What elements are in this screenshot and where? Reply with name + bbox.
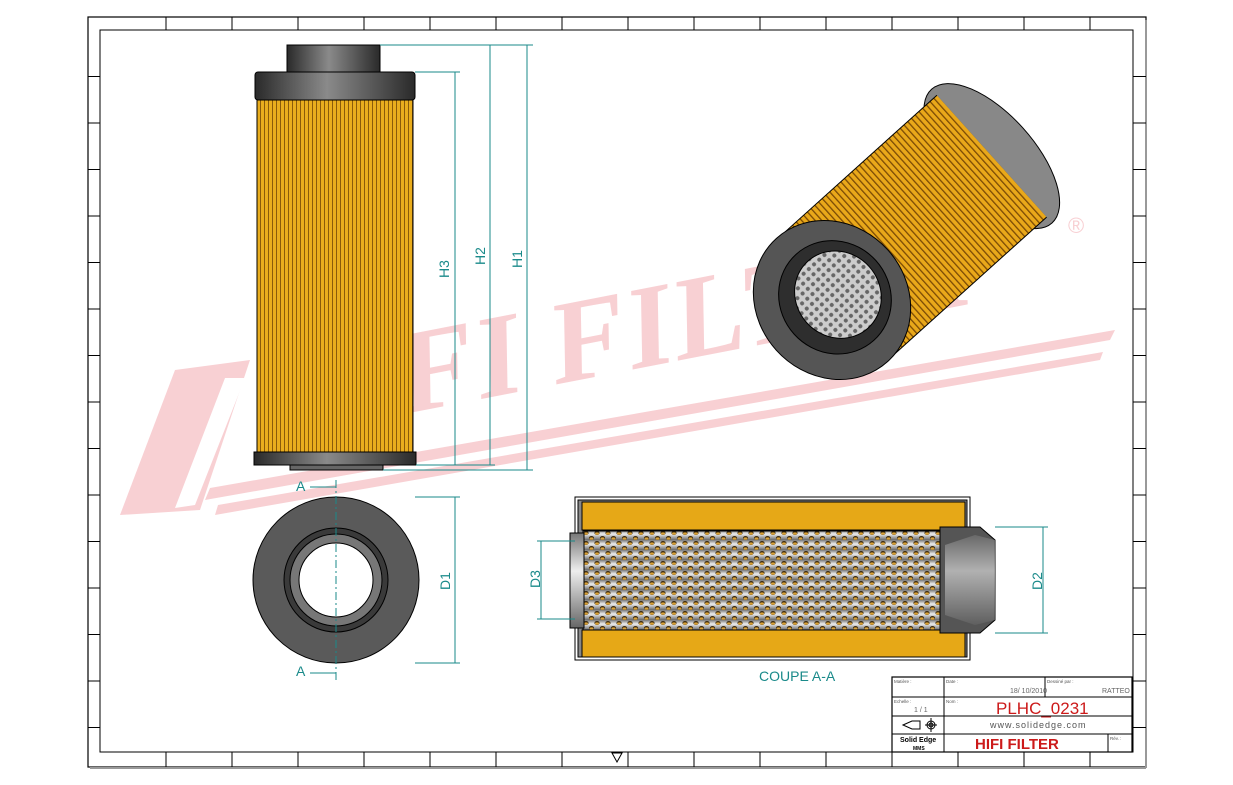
label-date: Date : (946, 679, 958, 684)
section-marker-bottom: A (296, 663, 306, 679)
title-block: Matière : Date : 18/ 10/2010 Dessiné par… (891, 676, 1133, 753)
label-nom: Nom : (946, 699, 958, 704)
front-view (253, 44, 417, 471)
date-value: 18/ 10/2010 (1010, 688, 1047, 695)
dimension-h2: H2 (472, 247, 488, 265)
label-dessine: Dessiné par : (1047, 679, 1074, 684)
dimension-d2: D2 (1029, 572, 1045, 590)
frame-zone-ticks (88, 17, 1146, 767)
watermark-registered-mark: ® (1068, 213, 1084, 238)
label-echelle: Echelle : (894, 699, 911, 704)
section-view (569, 496, 996, 661)
software-name: Solid Edge (900, 737, 936, 744)
label-matiere: Matière : (894, 679, 912, 684)
website: www.solidedge.com (989, 720, 1087, 730)
bottom-center-marker (611, 752, 623, 764)
dessine-value: RATTEO (1102, 688, 1130, 695)
echelle-value: 1 / 1 (914, 707, 928, 714)
section-dimensions (537, 526, 1048, 634)
dimension-d3: D3 (527, 570, 543, 588)
dimension-d1: D1 (437, 572, 453, 590)
isometric-view (752, 83, 1061, 381)
label-rev: Rév. : (1110, 736, 1121, 741)
section-title: COUPE A-A (759, 668, 836, 684)
dimension-h3: H3 (436, 260, 452, 278)
software-sub: MMS (913, 746, 925, 752)
projection-symbol-icon (901, 718, 937, 732)
section-marker-top: A (296, 478, 306, 494)
end-view (252, 480, 420, 680)
dimension-h1: H1 (509, 250, 525, 268)
part-number: PLHC_0231 (996, 699, 1089, 718)
company-name: HIFI FILTER (975, 736, 1059, 753)
front-dimensions (380, 44, 533, 471)
section-markers (310, 486, 460, 674)
